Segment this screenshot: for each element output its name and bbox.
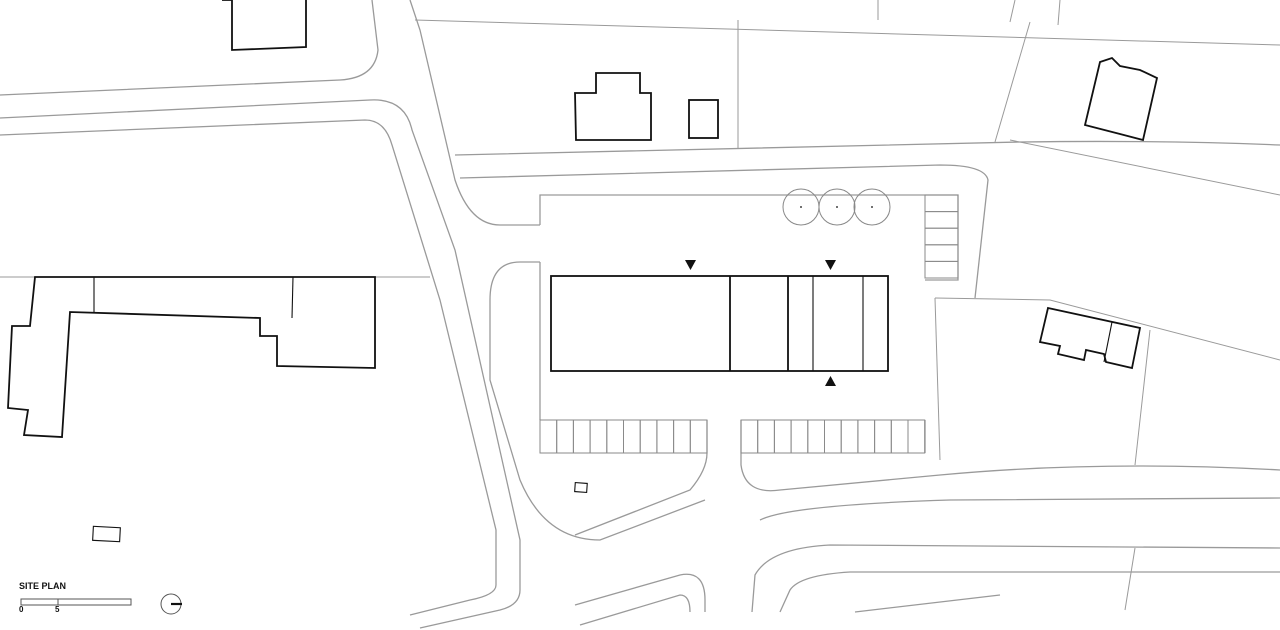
parking-stall [623,419,641,454]
parking-stall [924,227,959,246]
plan-title: SITE PLAN [19,581,67,591]
trees [782,188,891,226]
parking-stall [740,419,759,454]
parking-stall [773,419,792,454]
parking-stall [840,419,859,454]
parking-stall [606,419,624,454]
parking-stall [924,211,959,229]
parking-stall [556,419,574,454]
neighbouring-buildings [7,0,1159,543]
entrance-triangle-icon [685,260,696,270]
scale-tick-0: 0 [19,605,24,614]
parking-stall [824,419,842,454]
parking-stall [639,419,658,454]
parking-stall [874,419,892,454]
parking-stall [790,419,809,454]
parking-stall [656,419,675,454]
parking-stall [924,260,959,279]
parking-stall [539,419,558,454]
parking-stall [807,419,825,454]
lot-lines [0,0,1280,611]
parking-stall [673,419,691,454]
parking-stalls [539,194,959,454]
scale-tick-5: 5 [55,605,60,614]
parking-stall [572,419,591,454]
parking-stall [689,419,708,454]
parking-stall [857,419,876,454]
entrance-triangle-icon [825,376,836,386]
entrance-triangle-icon [825,260,836,270]
proposed-building [550,260,889,386]
parking-stall [589,419,608,454]
north-arrow-icon [160,593,182,615]
parking-stall [907,419,926,454]
parking-stall [924,194,959,213]
parking-stall [757,419,775,454]
scale-bar [20,598,132,606]
parking-stall [890,419,909,454]
parking-stall [924,244,959,262]
